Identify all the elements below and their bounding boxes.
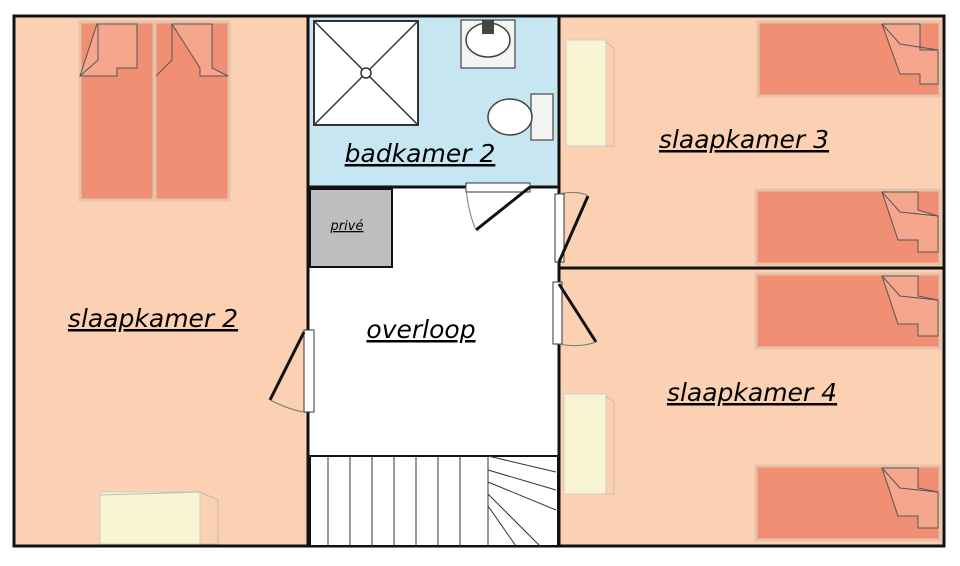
toilet [487,93,554,141]
desk-bedroom-2 [99,491,219,545]
door-bedroom-2 [268,329,315,413]
label-private: privé [330,219,364,234]
single-bed-bedroom-3-bottom [754,188,942,266]
double-bed [78,20,231,202]
door-bathroom-2 [465,182,531,232]
label-bedroom-4: slaapkamer 4 [667,378,837,407]
label-bedroom-3: slaapkamer 3 [659,125,829,154]
desk-bedroom-4 [563,393,615,495]
shower-tray [313,20,419,126]
private-room [309,188,393,268]
desk-bedroom-3 [565,39,615,147]
door-bedroom-3 [554,191,590,263]
label-landing: overloop [366,315,475,344]
single-bed-bedroom-3-top [756,20,942,98]
single-bed-bedroom-4-bottom [754,464,942,542]
label-bathroom-2: badkamer 2 [345,139,496,168]
single-bed-bedroom-4-top [754,272,942,350]
door-bedroom-4 [552,281,598,347]
staircase [309,455,559,547]
label-bedroom-2: slaapkamer 2 [68,304,238,333]
sink [460,19,516,69]
